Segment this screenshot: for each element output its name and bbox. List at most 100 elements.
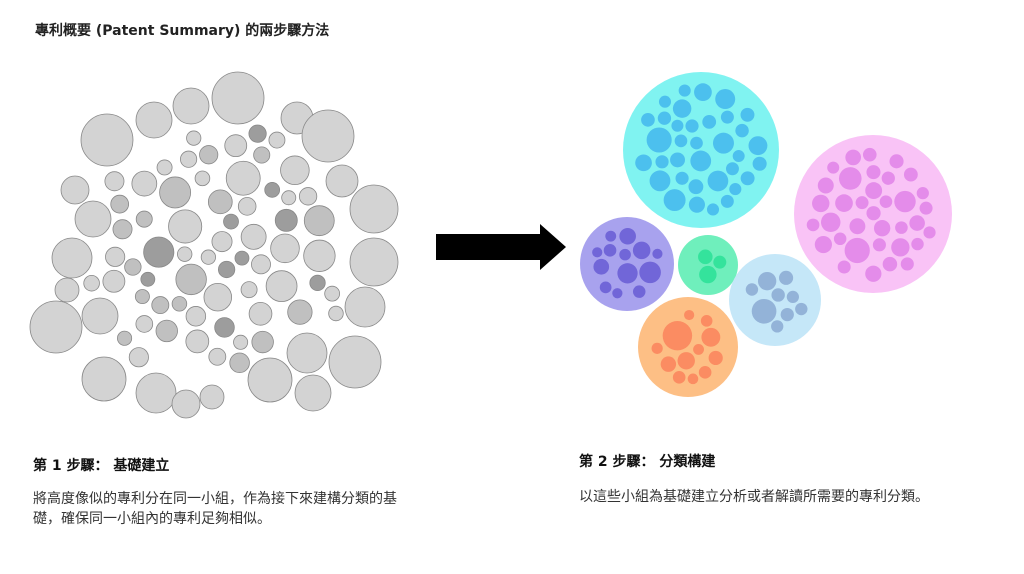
patent-bubble <box>143 236 175 268</box>
patent-bubble <box>771 288 785 302</box>
patent-bubble <box>820 212 841 233</box>
patent-bubble <box>814 235 832 254</box>
patent-bubble <box>265 270 298 303</box>
patent-bubble <box>349 184 399 234</box>
patent-bubble <box>286 332 328 374</box>
right-arrow-icon <box>436 224 566 270</box>
patent-bubble <box>708 350 723 366</box>
patent-bubble <box>702 114 717 129</box>
patent-bubble <box>60 175 90 205</box>
patent-bubble <box>751 298 777 324</box>
patent-bubble <box>200 249 217 265</box>
patent-bubble <box>873 220 891 237</box>
patent-bubble <box>81 356 127 402</box>
patent-bubble <box>83 274 100 292</box>
patent-bubble <box>229 352 250 374</box>
patent-bubble <box>281 190 297 206</box>
patent-bubble <box>835 194 853 212</box>
patent-bubble <box>795 302 808 316</box>
patent-bubble <box>855 196 869 210</box>
patent-bubble <box>240 223 267 250</box>
patent-bubble <box>838 167 862 190</box>
patent-bubble <box>757 271 777 291</box>
patent-bubble <box>657 111 672 125</box>
patent-bubble <box>156 159 173 176</box>
patent-bubble <box>177 246 193 262</box>
patent-bubble <box>135 372 177 414</box>
patent-bubble <box>309 274 326 292</box>
patent-bubble <box>866 206 881 221</box>
patent-bubble <box>180 150 198 168</box>
ungrouped-patent-bubbles <box>29 71 399 419</box>
patent-bubble <box>328 305 344 322</box>
patent-bubble <box>752 156 767 171</box>
patent-bubble <box>51 237 93 279</box>
patent-bubble <box>882 256 898 272</box>
patent-bubble <box>214 317 235 338</box>
patent-bubble <box>715 89 736 109</box>
patent-bubble <box>159 176 192 209</box>
patent-bubble <box>80 113 134 167</box>
patent-bubble <box>325 164 359 198</box>
patent-bubble <box>712 132 734 154</box>
patent-bubble <box>247 357 293 403</box>
patent-bubble <box>740 171 755 186</box>
patent-bubble <box>208 347 227 366</box>
patent-bubble <box>112 219 133 240</box>
patent-bubble <box>155 319 178 343</box>
patent-bubble <box>81 297 119 335</box>
patent-bubble <box>268 131 286 149</box>
patent-bubble <box>817 177 834 194</box>
patent-bubble <box>233 334 249 350</box>
patent-bubble <box>862 147 877 162</box>
patent-bubble <box>693 343 704 355</box>
patent-bubble <box>745 283 759 296</box>
patent-bubble <box>652 248 663 259</box>
patent-bubble <box>849 218 866 235</box>
patent-bubble <box>641 113 655 127</box>
patent-bubble <box>844 237 870 264</box>
patent-bubble <box>786 290 799 304</box>
patent-bubble <box>294 374 332 412</box>
patent-bubble <box>54 277 80 303</box>
patent-bubble <box>224 134 248 158</box>
patent-bubble <box>678 84 691 97</box>
patent-bubble <box>223 213 239 230</box>
patent-bubble <box>248 301 273 326</box>
patent-bubble <box>658 95 671 108</box>
patent-bubble <box>349 237 399 287</box>
patent-bubble <box>140 271 156 287</box>
patent-bubble <box>287 299 313 325</box>
cluster-green <box>678 235 738 295</box>
patent-bubble <box>632 285 646 298</box>
patent-bubble <box>690 136 703 150</box>
patent-bubble <box>889 154 904 169</box>
page-title: 專利概要 (Patent Summary) 的兩步驟方法 <box>35 23 330 39</box>
patent-bubble <box>909 215 925 231</box>
patent-bubble <box>225 160 261 196</box>
step-1-description: 將高度像似的專利分在同一小組，作為接下來建構分類的基礎，確保同一小組內的專利足夠… <box>33 491 397 527</box>
patent-bubble <box>663 189 686 212</box>
patent-bubble <box>128 347 149 368</box>
patent-bubble <box>211 231 233 253</box>
patent-bubble <box>690 150 712 172</box>
step-2-title: 第 2 步驟： 分類構建 <box>579 454 716 470</box>
patent-bubble <box>102 269 126 293</box>
patent-bubble <box>605 230 617 242</box>
patent-bubble <box>694 83 712 102</box>
patent-bubble <box>740 107 755 122</box>
patent-bubble <box>240 281 258 299</box>
patent-bubble <box>916 187 929 200</box>
patent-bubble <box>651 342 663 354</box>
patent-bubble <box>603 244 617 257</box>
patent-bubble <box>251 254 271 275</box>
cluster-boundary <box>638 297 738 397</box>
patent-bubble <box>199 384 225 410</box>
patent-bubble <box>674 134 688 148</box>
patent-bubble <box>895 221 908 234</box>
patent-bubble <box>301 109 355 163</box>
patent-bubble <box>670 152 685 168</box>
patent-bubble <box>881 171 895 185</box>
patent-bubble <box>599 281 612 294</box>
patent-bubble <box>812 194 830 213</box>
